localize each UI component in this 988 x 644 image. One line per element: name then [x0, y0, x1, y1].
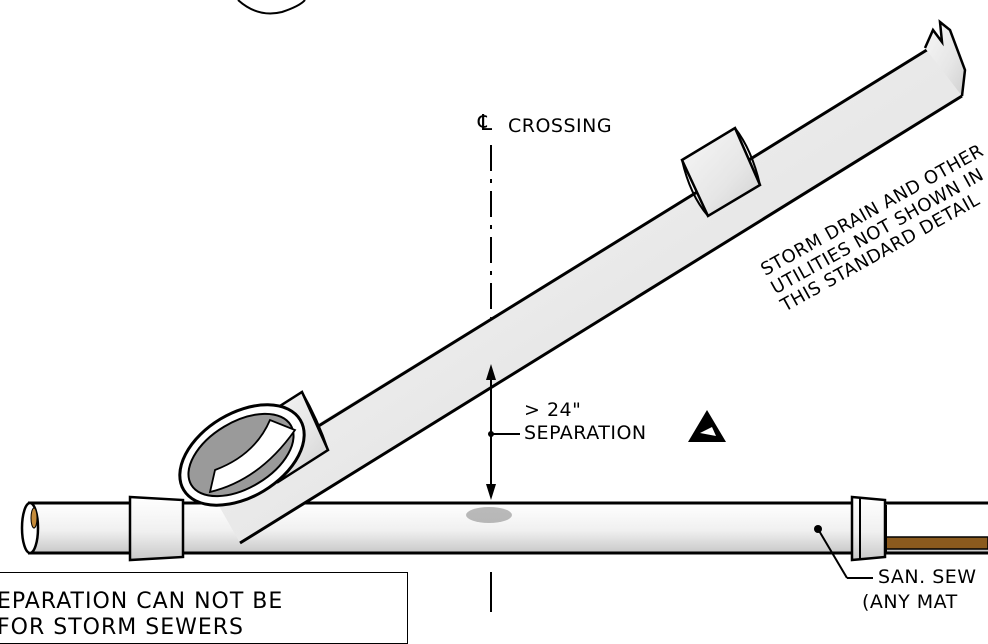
note-marker-icon [688, 410, 726, 442]
sanitary-sewer-pipe [20, 495, 988, 562]
separation-note-box: EPARATION CAN NOT BE FOR STORM SEWERS [0, 572, 408, 644]
sewer-leader-line [814, 525, 873, 579]
crossing-label: CROSSING [508, 115, 613, 137]
storm-drain-pipe [178, 19, 967, 545]
note-line-2: FOR STORM SEWERS [0, 615, 244, 640]
san-sewer-label-2: (ANY MAT [862, 591, 958, 613]
separation-value: > 24" [524, 399, 582, 421]
detail-bubble-fragment [237, 0, 306, 15]
note-line-1: EPARATION CAN NOT BE [0, 589, 284, 614]
separation-label: SEPARATION [524, 422, 647, 444]
centerline-symbol: ℄ [478, 111, 493, 136]
separation-dimension [486, 364, 520, 500]
san-sewer-label-1: SAN. SEW [878, 566, 977, 588]
pipe-crossing-diagram [20, 0, 988, 612]
